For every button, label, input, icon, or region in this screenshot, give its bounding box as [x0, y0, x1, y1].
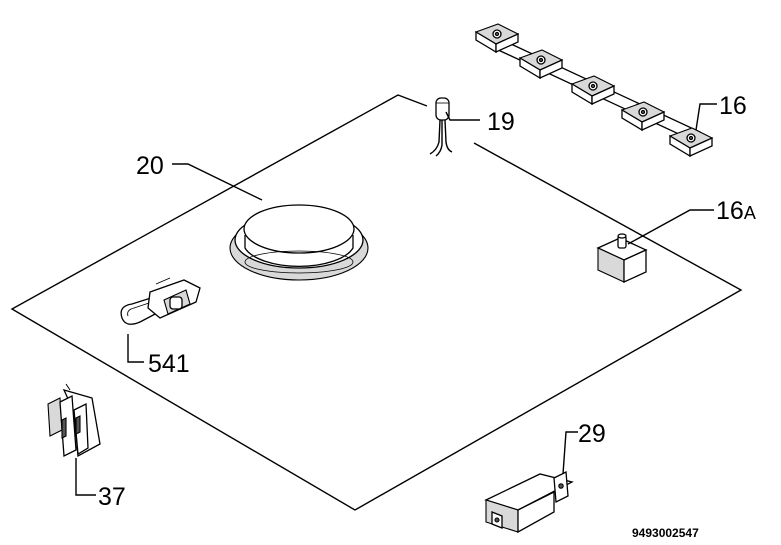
callout-16a-number: 16 [716, 197, 744, 225]
leader-lines [75, 103, 717, 496]
callout-16a: 16A [716, 197, 756, 225]
hotplate-icon[interactable] [229, 204, 369, 281]
callout-541: 541 [148, 350, 190, 378]
callout-19: 19 [487, 108, 515, 136]
indicator-lamp-icon[interactable] [429, 97, 453, 157]
terminal-clip-icon[interactable] [47, 383, 101, 458]
callout-16: 16 [719, 92, 747, 120]
bracket-icon[interactable] [484, 470, 574, 534]
callout-20: 20 [136, 152, 164, 180]
single-switch-icon[interactable] [596, 233, 648, 284]
switch-strip-icon[interactable] [474, 23, 714, 158]
callout-37: 37 [98, 483, 126, 511]
callout-29: 29 [578, 420, 606, 448]
cooktop-panel [10, 94, 743, 511]
document-number: 9493002547 [632, 526, 699, 540]
connector-clip-icon[interactable] [120, 277, 201, 325]
callout-16a-suffix: A [744, 203, 756, 223]
